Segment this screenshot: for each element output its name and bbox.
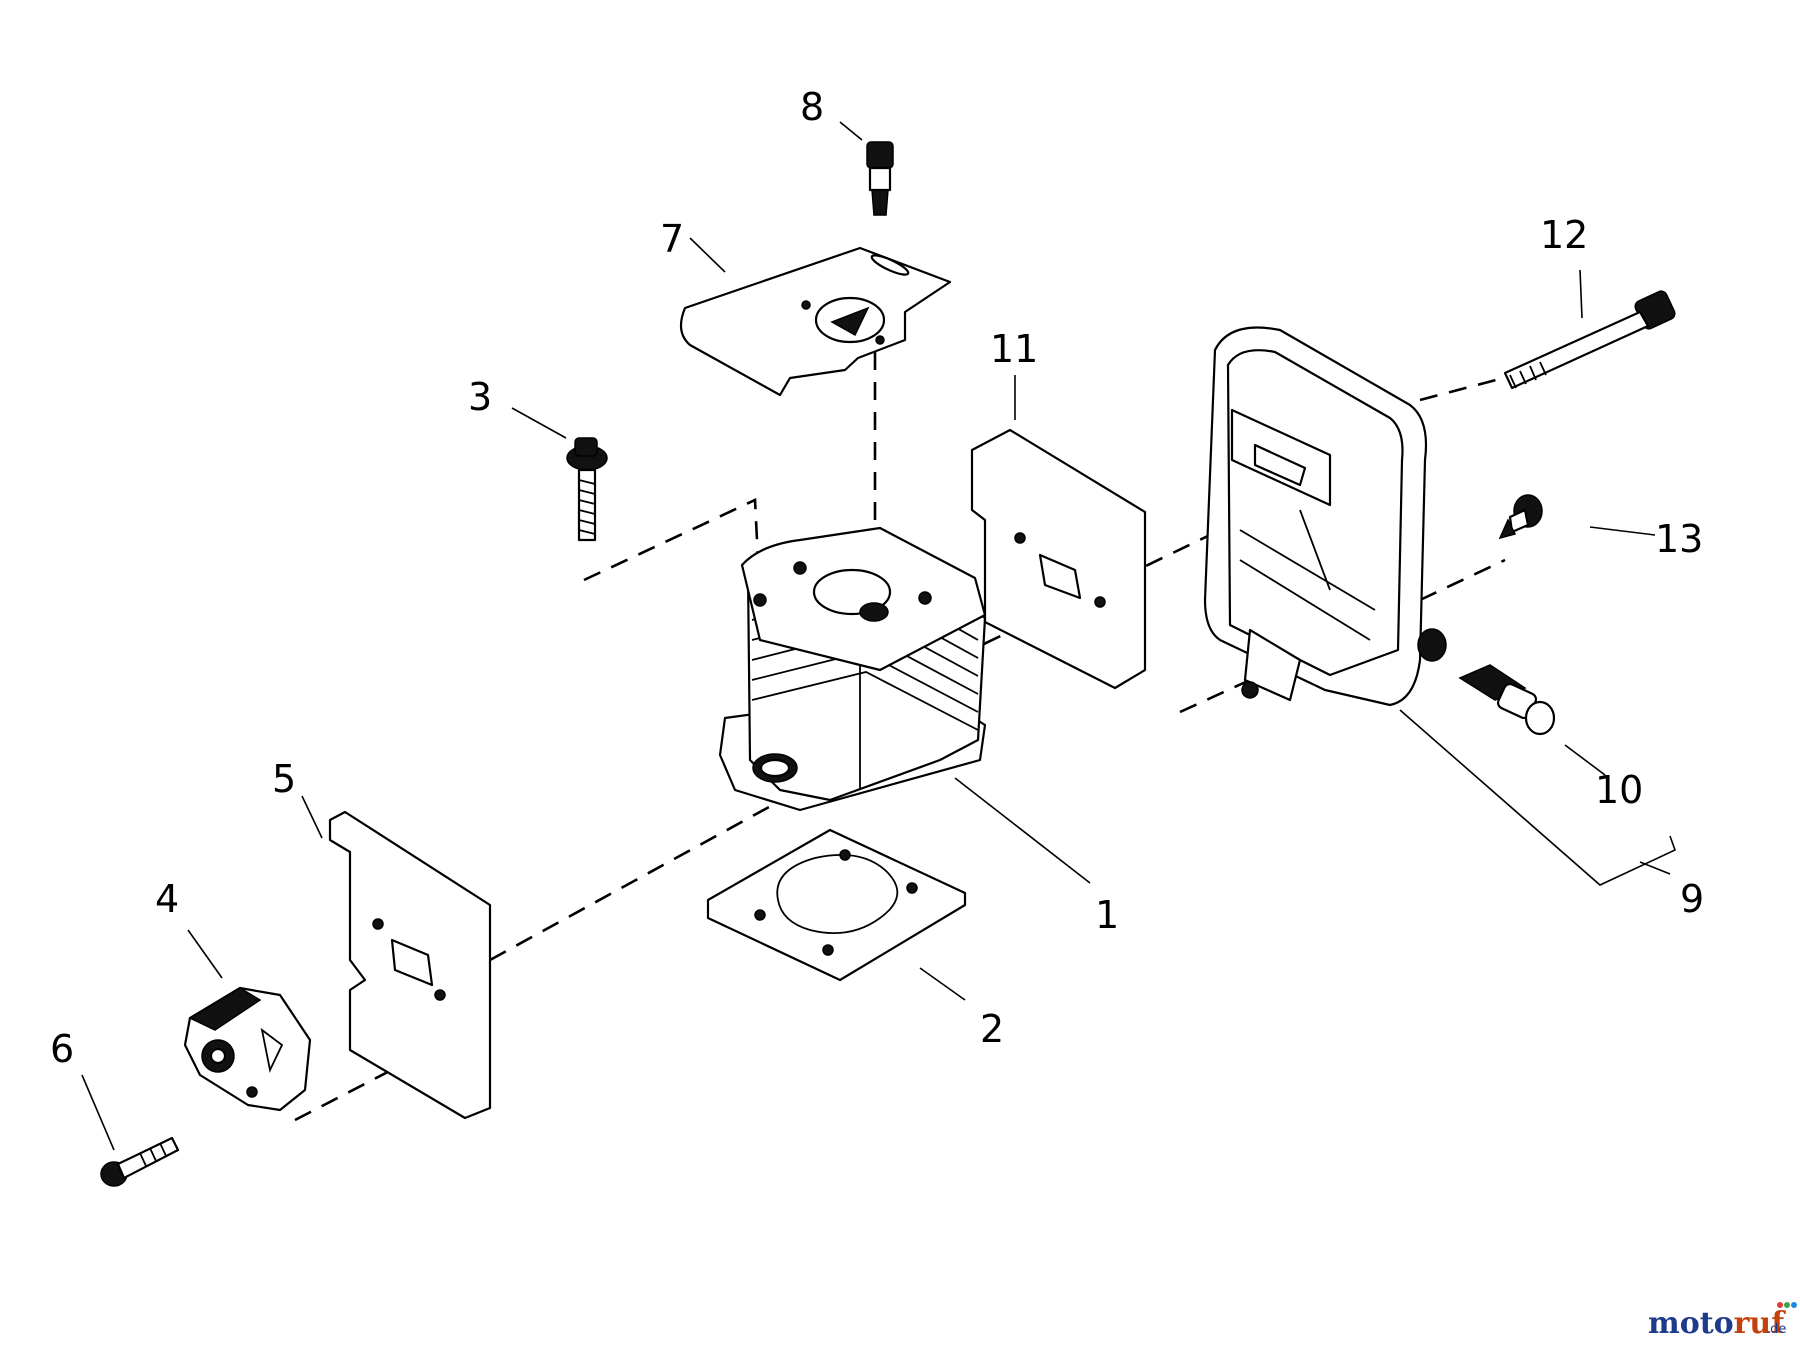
callout-6: 6 xyxy=(50,1027,74,1071)
cylinder-icon xyxy=(718,526,987,812)
intake-insulator-icon xyxy=(183,986,312,1112)
cylinder-gasket-icon xyxy=(706,828,967,982)
heat-shield-plate-icon xyxy=(679,246,952,397)
callout-4: 4 xyxy=(155,877,179,921)
muffler-plug-icon xyxy=(1458,664,1556,736)
muffler-assembly-icon xyxy=(1203,326,1447,707)
long-bolt-icon xyxy=(1503,290,1676,390)
callout-9: 9 xyxy=(1680,877,1704,921)
screw-icon xyxy=(1498,494,1543,540)
callout-2: 2 xyxy=(980,1007,1004,1051)
callout-1: 1 xyxy=(1095,893,1119,937)
callout-8: 8 xyxy=(800,85,824,129)
bolt-icon xyxy=(566,437,608,542)
callout-13: 13 xyxy=(1655,517,1703,561)
leader-lines xyxy=(81,121,1676,1151)
intake-gasket-icon xyxy=(328,810,492,1120)
callout-7: 7 xyxy=(660,217,684,261)
muffler-gasket-icon xyxy=(970,428,1147,690)
svg-text:.de: .de xyxy=(1766,1322,1786,1337)
callout-12: 12 xyxy=(1540,213,1588,257)
callout-numbers: 1 2 3 4 5 6 7 8 9 10 11 12 13 xyxy=(50,85,1704,1071)
callout-5: 5 xyxy=(272,757,296,801)
callout-11: 11 xyxy=(990,327,1038,371)
callout-3: 3 xyxy=(468,375,492,419)
spark-plug-icon xyxy=(866,141,894,216)
callout-10: 10 xyxy=(1595,768,1643,812)
screw-icon-small xyxy=(100,1136,180,1187)
motoruf-logo: motoruf .de xyxy=(1648,1302,1797,1341)
svg-text:motoruf: motoruf xyxy=(1648,1306,1786,1341)
